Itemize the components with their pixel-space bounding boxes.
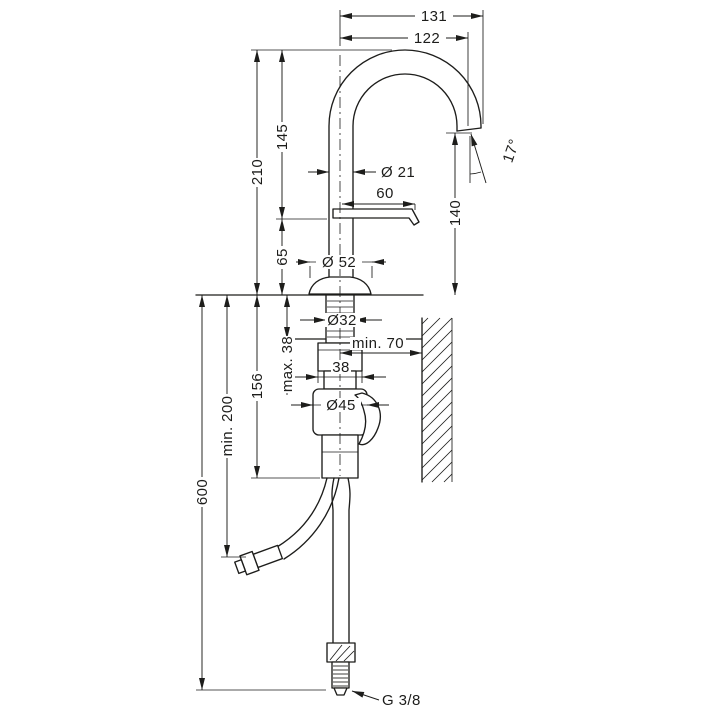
connector-tip <box>333 687 348 696</box>
dim-label-65: 65 <box>274 248 291 266</box>
hose-connector-left <box>234 544 284 576</box>
g38-leader-line <box>351 690 380 701</box>
supply-hoses <box>234 477 356 696</box>
wall-section <box>421 317 453 483</box>
left-hose-edge-1 <box>276 477 328 548</box>
dim-label-o21: Ø 21 <box>381 164 415 181</box>
lever-handle <box>332 208 420 226</box>
dimension-labels: 131 122 145 210 65 140 156 min. 200 600 … <box>194 8 523 709</box>
label-backgrounds <box>194 9 463 507</box>
dim-label-g38: G 3/8 <box>382 692 421 709</box>
dim-label-38: 38 <box>332 359 350 376</box>
spout-inner-edge <box>352 73 458 279</box>
dim-label-o32: Ø32 <box>327 312 357 329</box>
angle-arc <box>469 171 482 175</box>
dim-label-140: 140 <box>447 200 464 226</box>
dim-label-210: 210 <box>249 159 266 185</box>
dim-label-156: 156 <box>249 373 266 399</box>
base-escutcheon <box>308 276 372 295</box>
right-hose-edge-2 <box>347 477 351 644</box>
dim-label-122: 122 <box>414 30 440 47</box>
dim-label-max38: max. 38 <box>279 336 296 392</box>
dim-label-60: 60 <box>376 185 394 202</box>
spout-outlet-face <box>456 127 482 132</box>
faucet-above-counter <box>308 49 482 295</box>
right-hose-edge-1 <box>331 477 335 644</box>
hose-connector-bottom <box>326 642 356 696</box>
dim-label-17deg: 17° <box>500 137 524 165</box>
dim-label-min200: min. 200 <box>219 396 236 457</box>
dim-label-o45: Ø45 <box>326 397 356 414</box>
dim-label-min70: min. 70 <box>352 335 404 352</box>
wall-hatching <box>421 317 453 483</box>
angle-leader-line <box>470 133 487 184</box>
dim-label-145: 145 <box>274 124 291 150</box>
dim-label-o52: Ø 52 <box>322 254 356 271</box>
left-hose-edge-2 <box>283 477 340 560</box>
dim-label-600: 600 <box>194 479 211 505</box>
spout-outer-edge <box>328 49 482 279</box>
countertop <box>195 294 424 340</box>
dim-label-131: 131 <box>421 8 447 25</box>
